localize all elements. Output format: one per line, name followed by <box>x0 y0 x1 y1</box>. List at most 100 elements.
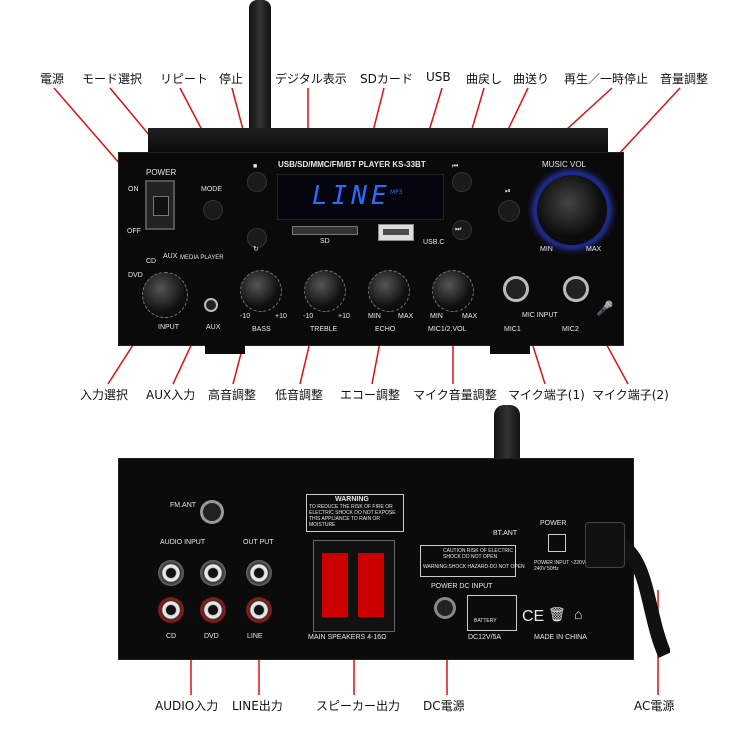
volume-knob[interactable] <box>537 175 607 245</box>
label-mic1-jack: マイク端子(1) <box>508 388 585 402</box>
echo-max-label: MAX <box>398 313 414 320</box>
fm-ant-label: FM.ANT <box>170 502 197 509</box>
power-on-label: ON <box>128 186 139 193</box>
line-rca-left[interactable] <box>246 560 272 586</box>
power-off-label: OFF <box>127 228 141 235</box>
power-switch[interactable] <box>145 180 175 230</box>
bass-knob[interactable] <box>240 270 282 312</box>
input-media-label: MEDIA PLAYER <box>180 255 224 261</box>
bass-plus-label: +10 <box>275 313 287 320</box>
label-mic-volume: マイク音量調整 <box>413 388 497 402</box>
label-stop: 停止 <box>219 72 244 86</box>
mic-vol-max-label: MAX <box>462 313 478 320</box>
bt-ant-label: BT.ANT <box>493 530 518 537</box>
bass-minus-label: -10 <box>240 313 251 320</box>
battery-label: BATTERY <box>474 618 497 624</box>
label-treble-adjust: 高音調整 <box>208 388 257 402</box>
speaker-terminals[interactable] <box>313 540 395 632</box>
out-put-label: OUT PUT <box>243 539 274 546</box>
label-aux-input: AUX入力 <box>146 388 196 402</box>
repeat-icon: ↻ <box>253 246 259 253</box>
mode-label: MODE <box>201 186 222 193</box>
display-small-text: MP3 <box>390 189 403 196</box>
dc-jack[interactable] <box>434 597 456 619</box>
cd-rca-right[interactable] <box>158 597 184 623</box>
label-next: 曲送り <box>513 72 550 86</box>
rear-power-label: POWER <box>540 520 567 527</box>
mode-button[interactable] <box>203 200 223 220</box>
label-display: デジタル表示 <box>275 72 347 86</box>
label-mic2-jack: マイク端子(2) <box>592 388 669 402</box>
mic-vol-label: MIC1/2.VOL <box>428 326 467 333</box>
aux-jack-label: AUX <box>206 324 221 331</box>
dvd-rca-left[interactable] <box>200 560 226 586</box>
speaker-terminal-left[interactable] <box>322 553 348 617</box>
line-label: LINE <box>247 633 263 640</box>
label-usb: USB <box>426 70 451 84</box>
echo-min-label: MIN <box>368 313 381 320</box>
amp-front-top <box>148 128 608 152</box>
fm-ant-jack[interactable] <box>200 500 224 524</box>
home-icon: ⌂ <box>574 606 583 622</box>
warning-title: WARNING <box>335 496 369 503</box>
echo-label: ECHO <box>375 326 396 333</box>
play-pause-icon: ⏯ <box>505 188 511 195</box>
treble-plus-label: +10 <box>338 313 350 320</box>
cd-label: CD <box>166 633 177 640</box>
display-text: LINE <box>312 181 391 211</box>
treble-knob[interactable] <box>304 270 346 312</box>
made-in-label: MADE IN CHINA <box>534 634 587 641</box>
play-pause-button[interactable] <box>498 200 520 222</box>
cd-rca-left[interactable] <box>158 560 184 586</box>
power-rocker <box>153 196 169 216</box>
label-play-pause: 再生／一時停止 <box>564 72 649 86</box>
dvd-label: DVD <box>204 633 219 640</box>
warning-box: WARNING TO REDUCE THE RISK OF FIRE OR EL… <box>306 494 404 532</box>
dc-spec-label: DC12V/5A <box>468 634 502 641</box>
label-power: 電源 <box>40 72 65 86</box>
input-label: INPUT <box>158 324 179 331</box>
caution-text-2: WARNING:SHOCK HAZARD-DO NOT OPEN <box>423 564 525 570</box>
antenna-front <box>249 0 271 132</box>
label-line-output: LINE出力 <box>232 699 283 713</box>
line-rca-right[interactable] <box>246 597 272 623</box>
caution-text: CAUTION RISK OF ELECTRIC SHOCK DO NOT OP… <box>443 548 514 560</box>
mic2-jack[interactable] <box>563 276 589 302</box>
echo-knob[interactable] <box>368 270 410 312</box>
prev-track-button[interactable] <box>452 172 472 192</box>
microphone-icon: 🎤 <box>596 300 614 316</box>
power-dc-input-label: POWER DC INPUT <box>431 583 493 590</box>
audio-input-label: AUDIO INPUT <box>160 539 206 546</box>
usb-port[interactable] <box>378 224 414 241</box>
treble-label: TREBLE <box>310 326 338 333</box>
mic1-label: MIC1 <box>504 326 521 333</box>
next-track-button[interactable] <box>452 220 472 240</box>
label-repeat: リピート <box>160 72 209 86</box>
label-volume: 音量調整 <box>660 72 709 86</box>
mic1-jack[interactable] <box>503 276 529 302</box>
vol-min-label: MIN <box>540 246 553 253</box>
aux-jack[interactable] <box>204 298 218 312</box>
rear-power-switch[interactable] <box>548 534 566 552</box>
power-input-label: POWER INPUT ~220V-240V 50Hz <box>534 560 587 572</box>
sd-card-slot[interactable] <box>292 226 358 235</box>
mic-vol-min-label: MIN <box>430 313 443 320</box>
stop-icon: ■ <box>253 163 258 170</box>
label-audio-input: AUDIO入力 <box>155 699 219 713</box>
repeat-button[interactable] <box>247 228 267 248</box>
treble-minus-label: -10 <box>303 313 314 320</box>
vol-max-label: MAX <box>586 246 602 253</box>
mic2-label: MIC2 <box>562 326 579 333</box>
caution-box: CAUTION RISK OF ELECTRIC SHOCK DO NOT OP… <box>420 545 525 577</box>
digital-display: LINE MP3 <box>277 174 444 220</box>
input-dvd-label: DVD <box>128 272 143 279</box>
mic-vol-knob[interactable] <box>432 270 474 312</box>
dvd-rca-right[interactable] <box>200 597 226 623</box>
input-selector-knob[interactable] <box>142 272 188 318</box>
next-icon: ⏭ <box>455 226 462 233</box>
main-speakers-label: MAIN SPEAKERS 4-16Ω <box>308 634 387 641</box>
label-bass-adjust: 低音調整 <box>275 388 324 402</box>
label-echo-adjust: エコー調整 <box>340 388 401 402</box>
stop-button[interactable] <box>247 172 267 192</box>
speaker-terminal-right[interactable] <box>358 553 384 617</box>
